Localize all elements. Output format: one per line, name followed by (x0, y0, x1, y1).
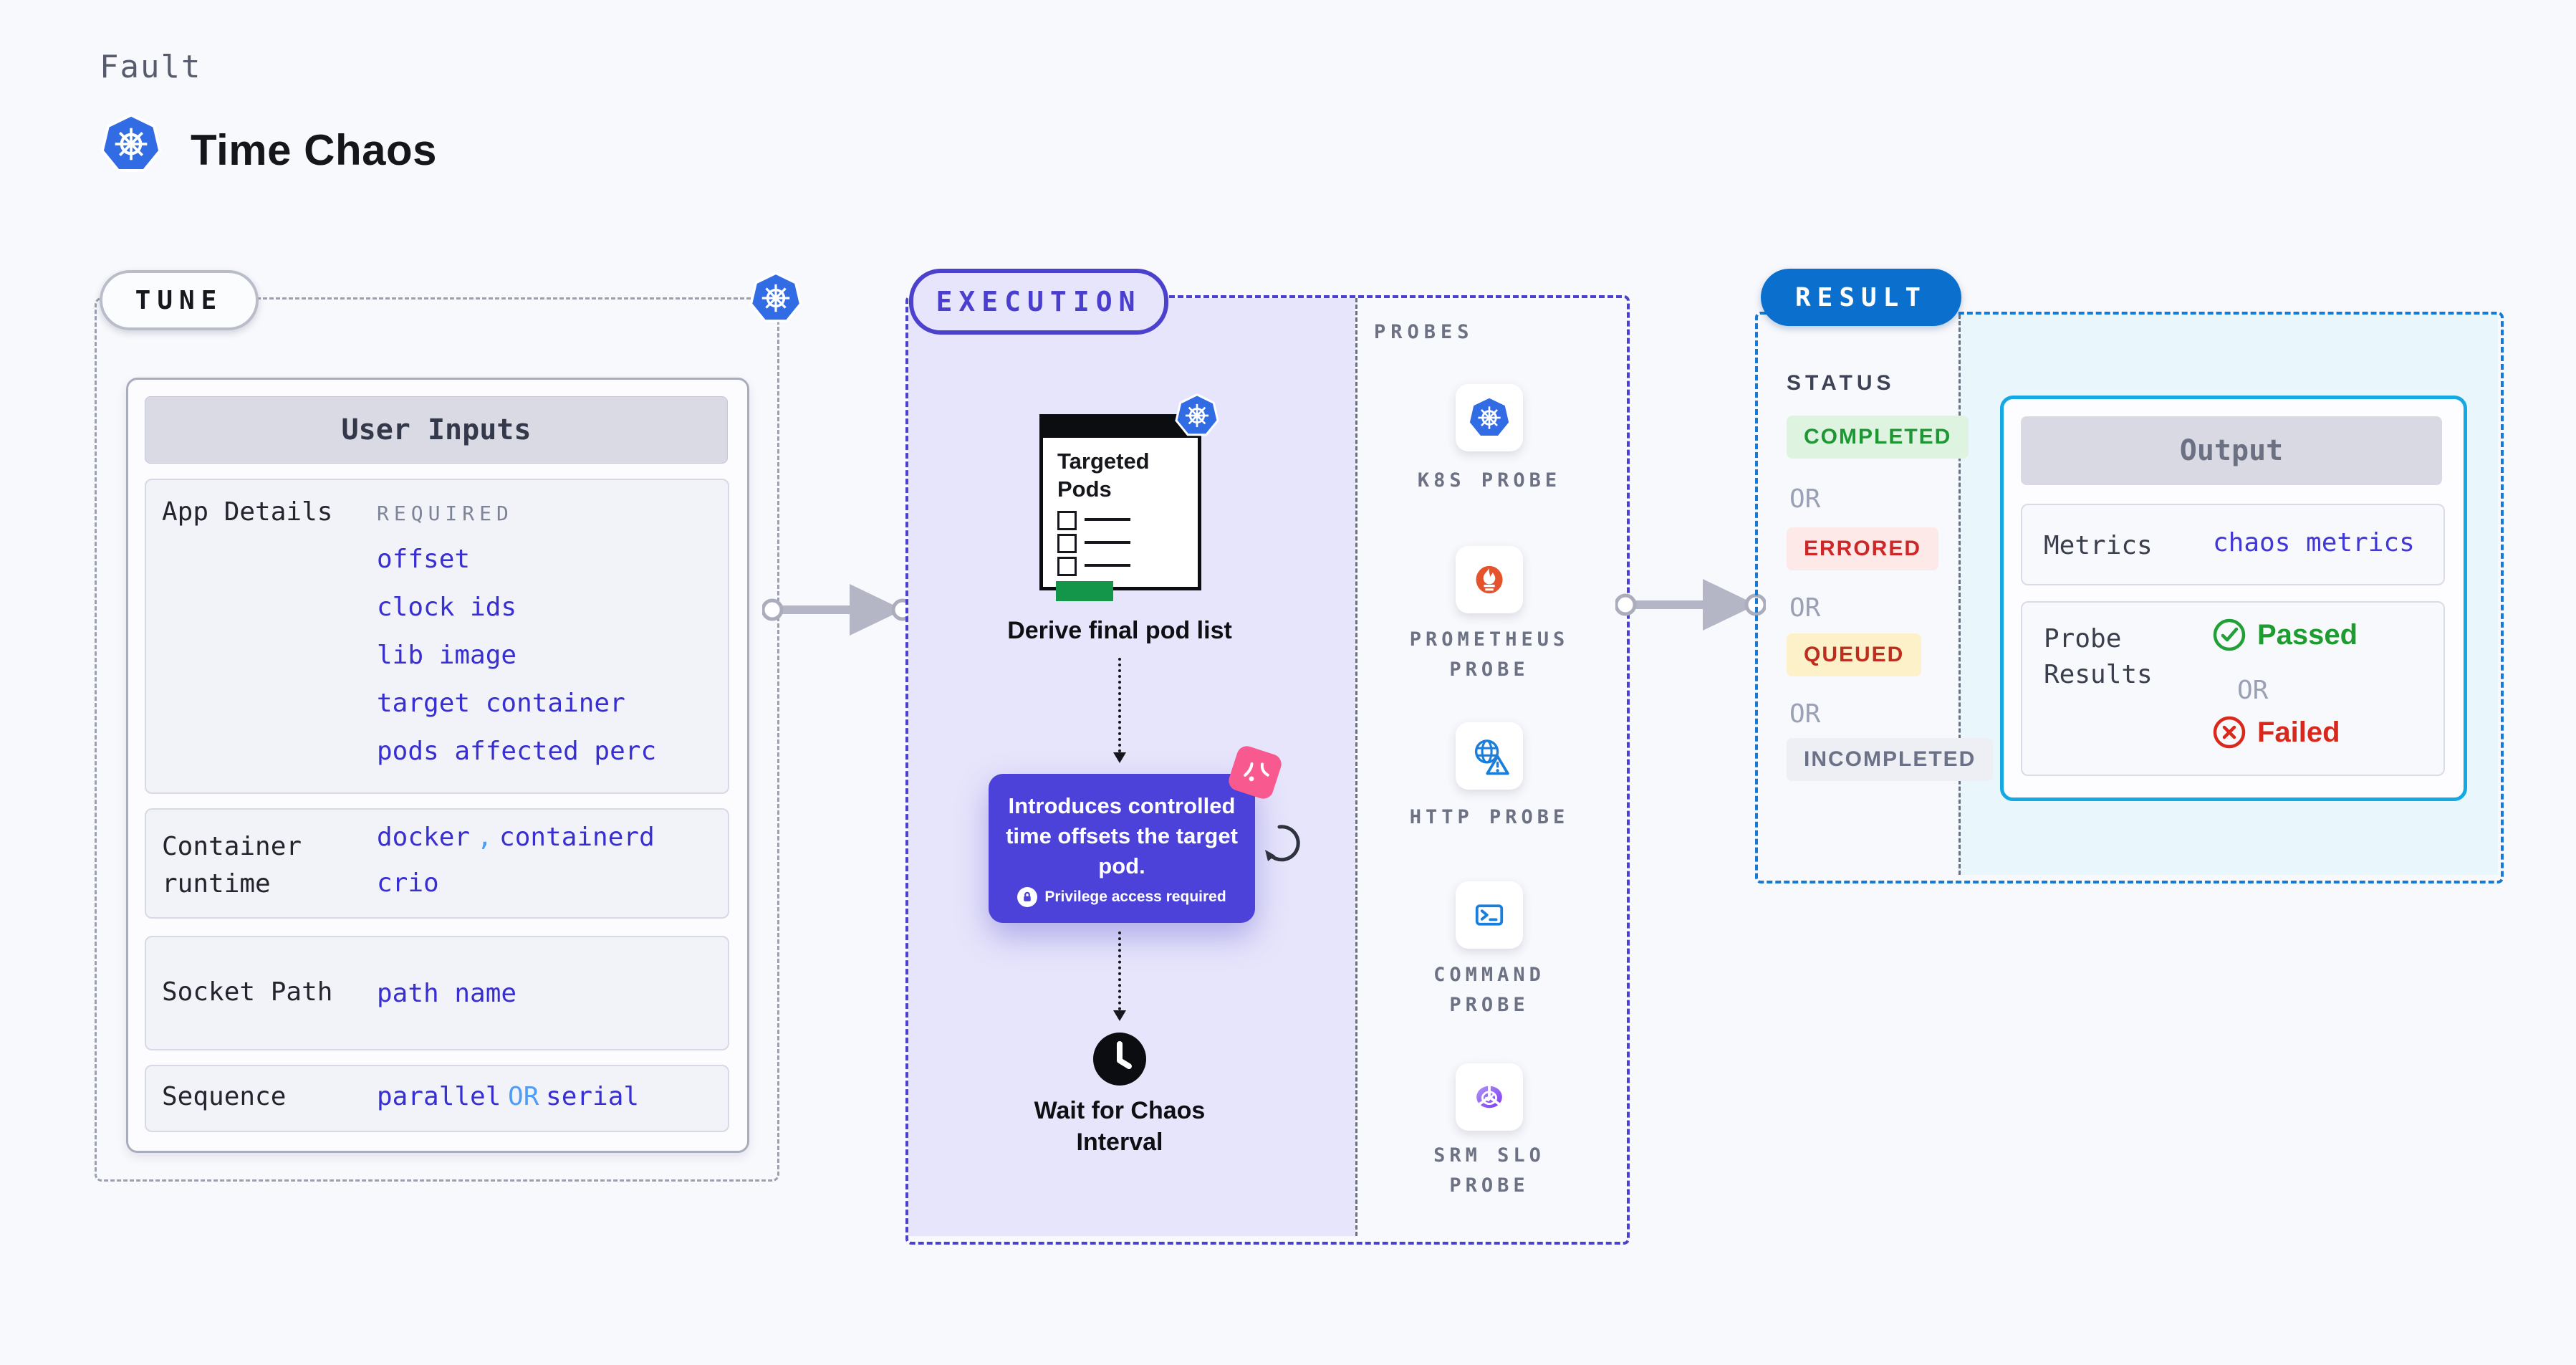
kubernetes-corner-icon (749, 272, 802, 325)
socket-path-card: Socket Path path name (145, 936, 729, 1050)
pods-card-titlebar (1043, 418, 1198, 438)
loop-refresh-icon (1265, 825, 1300, 862)
http-globe-icon (1474, 739, 1509, 775)
progress-green-bar (1056, 581, 1113, 601)
execution-badge-label: EXECUTION (936, 286, 1142, 317)
link-path-name[interactable]: path name (377, 979, 517, 1008)
prometheus-probe-card (1456, 546, 1523, 613)
link-containerd[interactable]: containerd (499, 823, 655, 852)
pod-line (1085, 564, 1130, 567)
arrow-execution-to-result (1615, 575, 1766, 635)
sequence-or: OR (508, 1082, 539, 1111)
pod-checkbox (1057, 534, 1077, 553)
status-title: STATUS (1787, 371, 1895, 395)
tune-stage-badge: TUNE (100, 270, 259, 330)
link-parallel[interactable]: parallel (377, 1082, 501, 1111)
user-inputs-title: User Inputs (341, 413, 532, 446)
link-pods-affected-perc[interactable]: pods affected perc (377, 737, 657, 766)
required-label: REQUIRED (377, 502, 514, 525)
failed-x-icon (2213, 716, 2246, 749)
status-badge-incompleted: INCOMPLETED (1787, 738, 1994, 781)
wait-chaos-interval-label: Wait for Chaos Interval (1034, 1097, 1206, 1156)
srm-slo-probe-card (1456, 1063, 1523, 1131)
pod-checkbox (1057, 557, 1077, 576)
probe-label: COMMAND PROBE (1433, 964, 1545, 1016)
down-arrow (1113, 931, 1126, 1021)
app-details-label: App Details (162, 497, 333, 527)
probe-results-row: Probe Results Passed OR Failed (2021, 601, 2445, 776)
link-target-container[interactable]: target container (377, 689, 625, 718)
status-output-divider (1959, 315, 1961, 875)
execution-probes-divider (1355, 298, 1357, 1236)
targeted-pods-card: Targeted Pods (1039, 414, 1201, 601)
command-probe-card (1456, 881, 1523, 949)
tune-stage-box (95, 297, 779, 1182)
output-card: Output Metrics chaos metrics Probe Resul… (2000, 396, 2467, 801)
passed-check-icon (2213, 618, 2246, 651)
fault-eyebrow: Fault (100, 49, 202, 85)
probe-results-label: Probe Results (2044, 624, 2153, 690)
arrow-tune-to-execution (762, 580, 913, 640)
pod-checkbox (1057, 511, 1077, 530)
metrics-label: Metrics (2044, 531, 2153, 560)
status-badge-queued: QUEUED (1787, 633, 1922, 676)
pod-line (1085, 541, 1130, 544)
probe-label: HTTP PROBE (1409, 806, 1570, 828)
terminal-icon (1475, 904, 1504, 926)
or-separator: OR (1789, 593, 1821, 623)
chaos-tooltip-card: Introduces controlled time offsets the t… (989, 743, 1284, 923)
status-badge-completed: COMPLETED (1787, 416, 1969, 459)
probes-title: PROBES (1374, 321, 1474, 343)
derive-pod-list-label: Derive final pod list (1007, 617, 1232, 644)
pod-line (1085, 518, 1130, 521)
privilege-note: Privilege access required (1044, 889, 1226, 905)
clock-icon (1093, 1033, 1146, 1086)
litmus-chaos-icon (1226, 743, 1284, 802)
app-details-card: App Details REQUIRED offset clock ids li… (145, 479, 729, 794)
passed-label: Passed (2257, 618, 2358, 651)
tune-badge-label: TUNE (135, 285, 224, 315)
link-docker[interactable]: docker (377, 823, 471, 852)
link-lib-image[interactable]: lib image (377, 641, 517, 670)
runtime-separator: , (476, 823, 493, 852)
down-arrow (1113, 658, 1126, 763)
or-separator: OR (2237, 676, 2269, 705)
metrics-row: Metrics chaos metrics (2021, 504, 2445, 585)
kubernetes-icon (1469, 397, 1510, 439)
container-runtime-card: Container runtime docker , containerd cr… (145, 808, 729, 919)
probe-label: SRM SLO PROBE (1433, 1144, 1545, 1197)
kubernetes-logo-icon (100, 113, 162, 175)
metrics-value-link[interactable]: chaos metrics (2213, 528, 2415, 557)
sequence-card: Sequence parallel OR serial (145, 1065, 729, 1132)
or-separator: OR (1789, 699, 1821, 729)
tooltip-text: Introduces controlled time offsets the t… (1006, 793, 1238, 878)
link-clock-ids[interactable]: clock ids (377, 593, 517, 622)
failed-label: Failed (2257, 716, 2340, 748)
socket-path-label: Socket Path (162, 977, 333, 1007)
container-runtime-label: Container runtime (162, 832, 302, 899)
probe-label: PROMETHEUS PROBE (1409, 628, 1570, 681)
output-header: Output (2021, 416, 2442, 485)
probe-label: K8S PROBE (1417, 469, 1562, 492)
output-title: Output (2179, 434, 2284, 467)
result-badge-label: RESULT (1794, 282, 1928, 312)
lock-icon (1017, 887, 1038, 907)
sequence-label: Sequence (162, 1082, 287, 1111)
link-offset[interactable]: offset (377, 545, 471, 574)
k8s-probe-card (1456, 384, 1523, 451)
page-title: Time Chaos (191, 126, 437, 174)
or-separator: OR (1789, 484, 1821, 514)
link-serial[interactable]: serial (546, 1082, 640, 1111)
prometheus-icon (1476, 565, 1503, 594)
targeted-pods-title: Targeted Pods (1057, 449, 1150, 502)
user-inputs-header: User Inputs (145, 396, 728, 464)
execution-stage-badge: EXECUTION (909, 269, 1168, 335)
slo-pie-icon (1476, 1086, 1502, 1108)
status-badge-errored: ERRORED (1787, 527, 1939, 570)
result-stage-badge: RESULT (1761, 269, 1961, 326)
http-probe-card (1456, 722, 1523, 790)
kubernetes-badge-icon (1175, 393, 1219, 438)
link-crio[interactable]: crio (377, 868, 439, 898)
